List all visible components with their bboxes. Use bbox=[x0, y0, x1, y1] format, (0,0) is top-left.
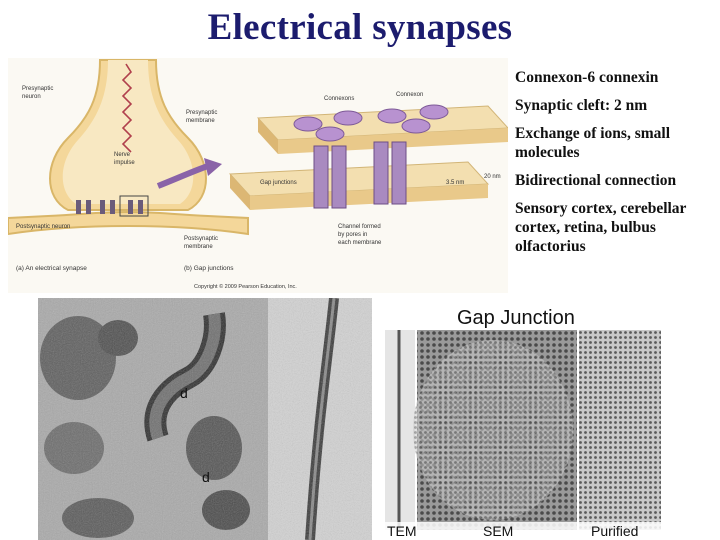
label-tem: TEM bbox=[387, 523, 417, 539]
electrical-synapse-diagram: Presynaptic neuron Nerve impulse Postsyn… bbox=[8, 58, 508, 293]
label-connexon: Connexon bbox=[396, 92, 423, 98]
label-channel-formed-3: each membrane bbox=[338, 240, 382, 246]
postsynaptic-neuron bbox=[8, 210, 249, 236]
synapse-diagram-svg: Presynaptic neuron Nerve impulse Postsyn… bbox=[8, 58, 508, 293]
label-channel-formed: Channel formed bbox=[338, 224, 381, 230]
label-connexons: Connexons bbox=[324, 96, 354, 102]
label-20-nm: 20 nm bbox=[484, 174, 501, 180]
slide-title: Electrical synapses bbox=[207, 7, 513, 48]
label-nerve-impulse: Nerve bbox=[114, 152, 131, 158]
bullet-exchange: Exchange of ions, small molecules bbox=[515, 125, 671, 161]
label-presynaptic-membrane: Presynaptic bbox=[186, 110, 217, 116]
gap-junction-title: Gap Junction bbox=[457, 307, 575, 329]
bullet-list: Connexon-6 connexin Synaptic cleft: 2 nm… bbox=[515, 68, 715, 265]
label-presynaptic-neuron: Presynaptic bbox=[22, 86, 53, 92]
bullet-locations: Sensory cortex, cerebellar cortex, retin… bbox=[515, 200, 687, 255]
tem-micrograph-left: d d bbox=[38, 298, 372, 540]
caption-electrical-synapse: (a) An electrical synapse bbox=[16, 265, 87, 272]
copyright-text: Copyright © 2009 Pearson Education, Inc. bbox=[194, 283, 297, 290]
gap-junction-svg: Gap Junction TEM SEM Purified bbox=[383, 300, 663, 540]
caption-gap-junctions: (b) Gap junctions bbox=[184, 265, 234, 272]
label-d-2: d bbox=[202, 469, 210, 485]
label-postsynaptic-membrane: Postsynaptic bbox=[184, 236, 218, 242]
label-postsynaptic-membrane-2: membrane bbox=[184, 244, 213, 250]
label-postsynaptic-neuron: Postsynaptic neuron bbox=[16, 224, 70, 230]
connexon-channels bbox=[313, 141, 407, 209]
label-gap-junctions: Gap junctions bbox=[260, 180, 297, 186]
bullet-synaptic-cleft: Synaptic cleft: 2 nm bbox=[515, 97, 648, 114]
zoom-arrow-icon bbox=[156, 163, 209, 189]
label-channel-formed-2: by pores in bbox=[338, 232, 367, 238]
bullet-connexon: Connexon-6 connexin bbox=[515, 69, 659, 86]
label-purified: Purified bbox=[591, 523, 638, 539]
label-sem: SEM bbox=[483, 523, 513, 539]
tem-micrograph-svg: d d bbox=[38, 298, 372, 540]
nerve-impulse-line bbox=[121, 63, 133, 153]
gap-junction-panel: Gap Junction TEM SEM Purified bbox=[383, 300, 663, 540]
label-presynaptic-membrane-2: membrane bbox=[186, 118, 215, 124]
bullet-bidirectional: Bidirectional connection bbox=[515, 172, 677, 189]
label-nerve-impulse-2: impulse bbox=[114, 160, 135, 166]
label-3-5-nm: 3.5 nm bbox=[446, 180, 464, 186]
label-presynaptic-neuron-2: neuron bbox=[22, 94, 41, 100]
label-d-1: d bbox=[180, 385, 188, 401]
